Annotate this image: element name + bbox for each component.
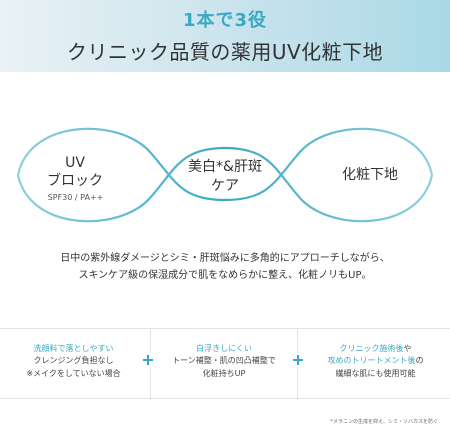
description-line-1: 日中の紫外線ダメージとシミ・肝斑悩みに多角的にアプローチしながら、 bbox=[60, 253, 390, 264]
benefit-easy-wash: 洗顔料で落としやすい クレンジング負担なし ※メイクをしていない場合 bbox=[0, 329, 147, 400]
spf-pa-label: SPF30 / PA++ bbox=[47, 193, 104, 202]
header-title: クリニック品質の薬用UV化粧下地 bbox=[66, 40, 384, 64]
benefit-text-2: 化粧持ちUP bbox=[202, 368, 246, 378]
benefit-line-1: クリニック施術後や bbox=[301, 343, 450, 355]
benefits-row: 洗顔料で落としやすい クレンジング負担なし ※メイクをしていない場合 白浮きしに… bbox=[0, 328, 450, 400]
benefit-post-treatment: クリニック施術後や 攻めのトリートメント後の 繊細な肌にも使用可能 bbox=[301, 329, 450, 400]
plus-icon bbox=[291, 353, 305, 367]
header-banner: 1本で3役 クリニック品質の薬用UV化粧下地 bbox=[0, 0, 450, 72]
benefit-suffix-a: や bbox=[403, 344, 412, 353]
header-kicker: 1本で3役 bbox=[182, 10, 268, 31]
benefit-line-2: 攻めのトリートメント後の bbox=[301, 355, 450, 367]
benefit-highlight: 白浮きしにくい bbox=[196, 344, 252, 353]
footnote: *メラニンの生成を抑え、シミ・ソバカスを防ぐ bbox=[330, 419, 438, 425]
benefit-text: トーン補整・肌の凹凸補整で bbox=[172, 356, 276, 366]
care-label: ケア bbox=[211, 178, 239, 194]
curve-upper bbox=[16, 127, 434, 202]
benefit-highlight: 洗顔料で落としやすい bbox=[33, 344, 114, 353]
block-label: ブロック bbox=[47, 173, 103, 189]
benefit-suffix-b: の bbox=[415, 356, 424, 366]
benefit-highlight-a: クリニック施術後 bbox=[339, 344, 404, 353]
benefit-highlight-b: 攻めのトリートメント後 bbox=[327, 356, 416, 366]
whitening-label: 美白*&肝斑 bbox=[188, 159, 262, 175]
benefit-note: ※メイクをしていない場合 bbox=[26, 368, 121, 378]
three-in-one-curve-diagram bbox=[16, 127, 434, 223]
benefit-text: 繊細な肌にも使用可能 bbox=[335, 368, 416, 378]
benefit-text: クレンジング負担なし bbox=[33, 356, 114, 366]
uv-label: UV bbox=[65, 155, 85, 171]
plus-icon bbox=[141, 353, 155, 367]
description-line-2: スキンケア級の保湿成分で肌をなめらかに整え、化粧ノリもUP。 bbox=[78, 270, 372, 281]
makeup-base-label: 化粧下地 bbox=[342, 167, 398, 183]
curve-lower bbox=[16, 146, 434, 223]
benefit-no-white-cast: 白浮きしにくい トーン補整・肌の凹凸補整で 化粧持ちUP bbox=[150, 329, 298, 400]
